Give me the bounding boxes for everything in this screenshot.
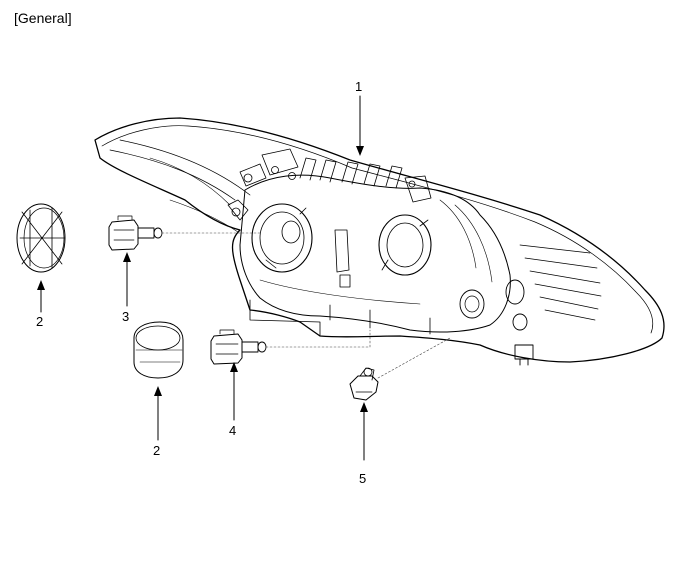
callout-1: 1 xyxy=(355,79,362,94)
callout-2a: 2 xyxy=(36,314,43,329)
callout-3: 3 xyxy=(122,309,129,324)
arrow-heads xyxy=(37,146,368,412)
bulb-3 xyxy=(108,215,163,251)
callout-5: 5 xyxy=(359,471,366,486)
dust-cap-lower xyxy=(133,321,184,379)
dust-cap-left xyxy=(16,203,66,273)
bulb-5 xyxy=(349,367,379,401)
leader-lines xyxy=(40,95,365,461)
page-title: [General] xyxy=(14,10,72,26)
callout-2b: 2 xyxy=(153,443,160,458)
bulb-4 xyxy=(210,329,267,365)
callout-4: 4 xyxy=(229,423,236,438)
alignment-lines xyxy=(161,232,451,379)
headlamp-assembly xyxy=(94,117,665,366)
